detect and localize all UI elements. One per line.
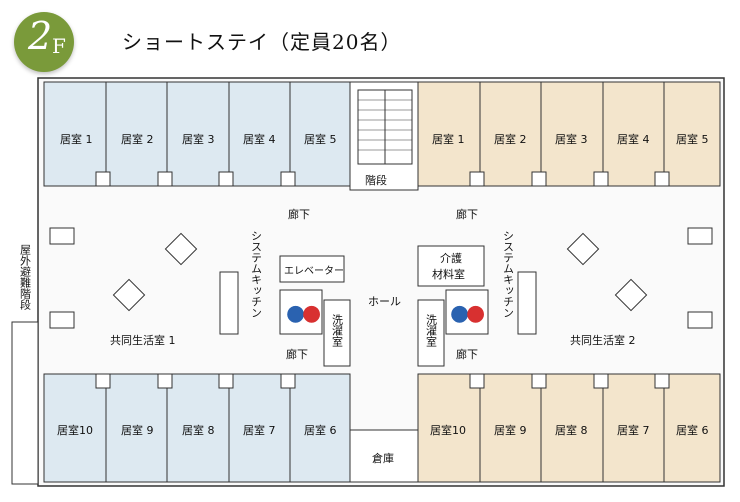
corridor-label-left-top: 廊下 xyxy=(288,207,310,221)
toilet-male-icon-right: ● xyxy=(450,301,469,326)
room-left-3[interactable] xyxy=(166,81,230,187)
central-core: 階段 ホール 倉庫 xyxy=(349,81,419,483)
room-right-5[interactable] xyxy=(663,81,721,187)
floor-letter: F xyxy=(52,34,66,58)
room-right-3[interactable] xyxy=(540,81,604,187)
room-left-4-label: 居室 4 xyxy=(243,132,276,146)
corridor-label-left-bottom: 廊下 xyxy=(286,347,308,361)
toilet-right xyxy=(445,289,489,335)
laundry-left-label: 洗濯室 xyxy=(331,314,344,347)
room-left-7[interactable] xyxy=(228,373,291,483)
left-bottom-rooms: 居室10 居室 9 居室 8 居室 7 居室 6 xyxy=(43,373,351,483)
room-left-3-label: 居室 3 xyxy=(182,132,215,146)
stairs-label: 階段 xyxy=(365,173,387,187)
corridor-label-right-top: 廊下 xyxy=(456,207,478,221)
room-right-4[interactable] xyxy=(602,81,665,187)
room-left-8-label: 居室 8 xyxy=(182,423,215,437)
right-bottom-rooms: 居室10 居室 9 居室 8 居室 7 居室 6 xyxy=(417,373,721,483)
care-storage-label-2: 材料室 xyxy=(432,267,465,281)
elevator xyxy=(279,255,345,283)
toilet-male-icon: ● xyxy=(286,301,305,326)
outdoor-stairs-label: 屋外避難階段 xyxy=(19,244,32,311)
room-right-6[interactable] xyxy=(663,373,721,483)
storage-label: 倉庫 xyxy=(372,451,394,465)
hall-label: ホール xyxy=(368,295,401,308)
kitchen-right-label: システムキッチン xyxy=(502,230,515,318)
room-left-1-label: 居室 1 xyxy=(60,132,93,146)
room-left-6-label: 居室 6 xyxy=(304,423,337,437)
room-right-2[interactable] xyxy=(479,81,542,187)
room-right-7[interactable] xyxy=(602,373,665,483)
room-right-8[interactable] xyxy=(540,373,604,483)
room-right-3-label: 居室 3 xyxy=(555,132,588,146)
page-title: ショートステイ（定員20名） xyxy=(122,30,402,54)
room-left-5[interactable] xyxy=(289,81,351,187)
toilet-female-icon-right: ● xyxy=(466,301,485,326)
room-right-5-label: 居室 5 xyxy=(676,132,709,146)
room-right-9-label: 居室 9 xyxy=(494,423,527,437)
room-left-8[interactable] xyxy=(166,373,230,483)
room-left-10[interactable] xyxy=(43,373,107,483)
outdoor-stairs xyxy=(11,321,39,485)
dining-table-icon xyxy=(112,232,648,312)
room-right-7-label: 居室 7 xyxy=(617,423,650,437)
floor-badge: 2 F xyxy=(14,12,74,72)
laundry-right-label: 洗濯室 xyxy=(425,314,438,347)
room-right-2-label: 居室 2 xyxy=(494,132,527,146)
room-right-1[interactable] xyxy=(417,81,481,187)
room-left-6[interactable] xyxy=(289,373,351,483)
room-right-10-label: 居室10 xyxy=(430,423,466,437)
stairs-icon xyxy=(357,89,413,165)
left-top-rooms: 居室 1 居室 2 居室 3 居室 4 居室 5 xyxy=(43,81,351,187)
room-left-5-label: 居室 5 xyxy=(304,132,337,146)
common-room-right-label: 共同生活室 2 xyxy=(570,333,636,347)
toilet-female-icon: ● xyxy=(302,301,321,326)
corridor-label-right-bottom: 廊下 xyxy=(456,347,478,361)
room-right-9[interactable] xyxy=(479,373,542,483)
wc-icons xyxy=(49,227,713,329)
room-left-7-label: 居室 7 xyxy=(243,423,276,437)
care-storage-label-1: 介護 xyxy=(440,251,462,265)
room-left-9-label: 居室 9 xyxy=(121,423,154,437)
room-left-9[interactable] xyxy=(105,373,168,483)
room-left-1[interactable] xyxy=(43,81,107,187)
floor-number: 2 xyxy=(28,14,53,58)
room-left-4[interactable] xyxy=(228,81,291,187)
room-left-10-label: 居室10 xyxy=(57,423,93,437)
room-right-1-label: 居室 1 xyxy=(432,132,465,146)
kitchen-counter-left xyxy=(219,271,239,335)
room-right-6-label: 居室 6 xyxy=(676,423,709,437)
toilet-left xyxy=(279,289,323,335)
kitchen-counter-right xyxy=(517,271,537,335)
right-top-rooms: 居室 1 居室 2 居室 3 居室 4 居室 5 xyxy=(417,81,721,187)
room-right-4-label: 居室 4 xyxy=(617,132,650,146)
room-right-8-label: 居室 8 xyxy=(555,423,588,437)
common-room-left-label: 共同生活室 1 xyxy=(110,333,176,347)
kitchen-left-label: システムキッチン xyxy=(250,230,263,318)
elevator-label: エレベーター xyxy=(284,265,344,277)
room-left-2-label: 居室 2 xyxy=(121,132,154,146)
